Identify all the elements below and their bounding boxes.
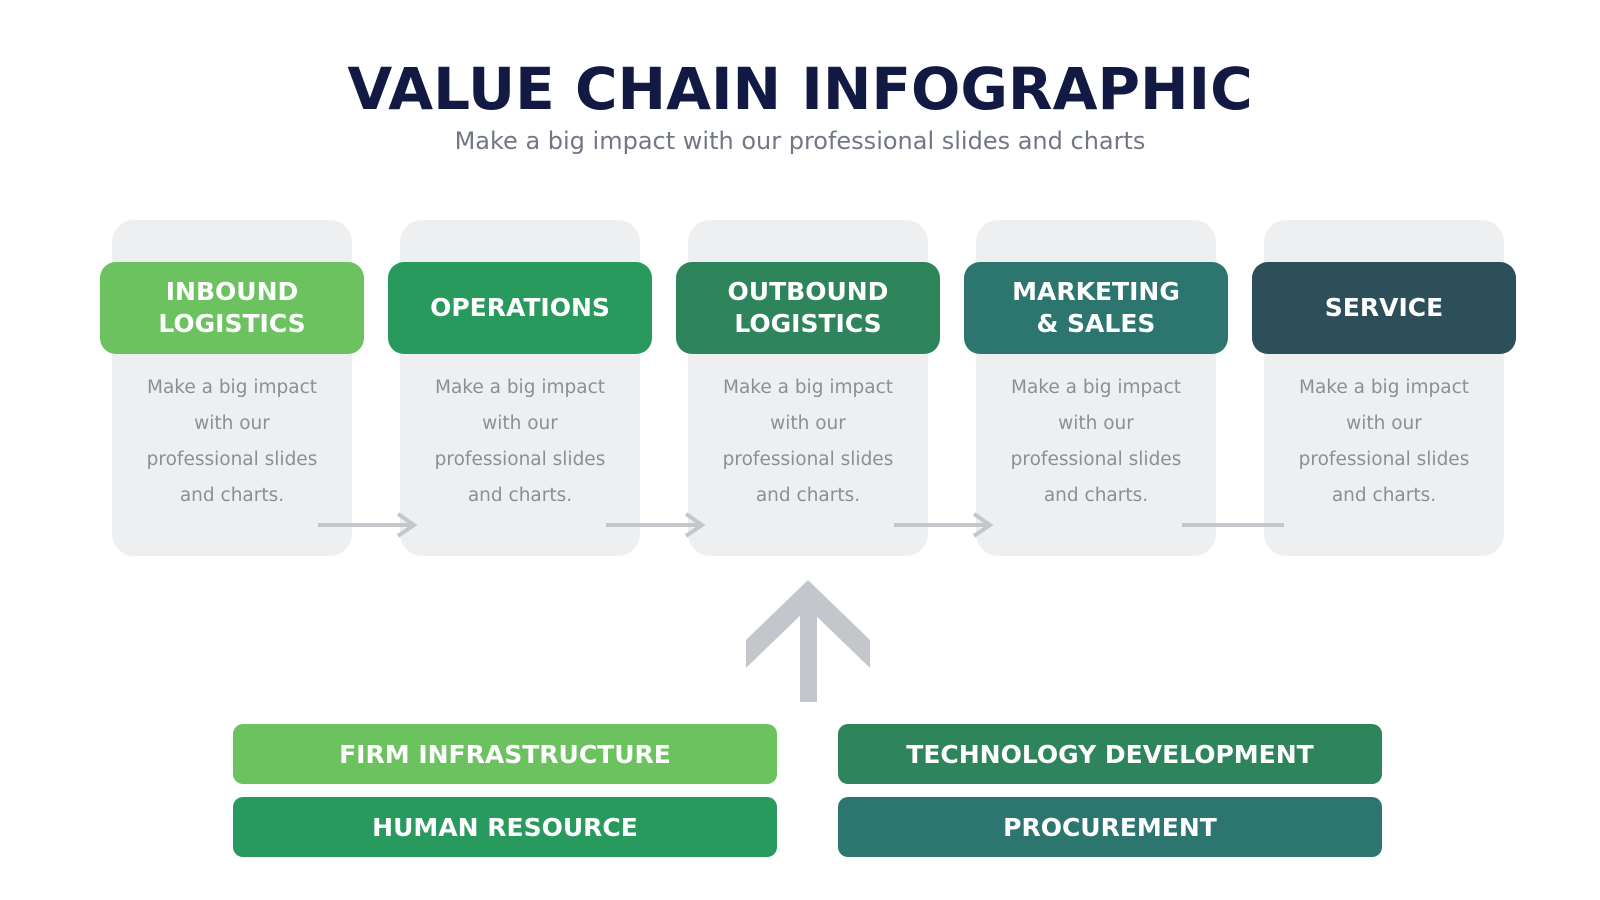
stage-header-service: SERVICE [1252, 262, 1516, 354]
support-bar-technology-development: TECHNOLOGY DEVELOPMENT [838, 724, 1382, 784]
stage-description-service: Make a big impact with our professional … [1298, 377, 1470, 506]
support-bar-human-resource: HUMAN RESOURCE [233, 797, 777, 857]
support-bar-firm-infrastructure: FIRM INFRASTRUCTURE [233, 724, 777, 784]
stage-description-outbound-logistics: Make a big impact with our professional … [722, 377, 894, 506]
page-title: VALUE CHAIN INFOGRAPHIC [347, 55, 1253, 123]
stage-description-inbound-logistics: Make a big impact with our professional … [146, 377, 318, 506]
support-bar-procurement: PROCUREMENT [838, 797, 1382, 857]
stage-header-outbound-logistics: OUTBOUND LOGISTICS [676, 262, 940, 354]
up-arrow-icon [746, 580, 870, 702]
stage-header-marketing-sales: MARKETING & SALES [964, 262, 1228, 354]
stage-header-inbound-logistics: INBOUND LOGISTICS [100, 262, 364, 354]
stage-header-operations: OPERATIONS [388, 262, 652, 354]
page-subtitle: Make a big impact with our professional … [454, 127, 1146, 155]
stage-description-marketing-sales: Make a big impact with our professional … [1010, 377, 1182, 506]
stage-description-operations: Make a big impact with our professional … [434, 377, 606, 506]
